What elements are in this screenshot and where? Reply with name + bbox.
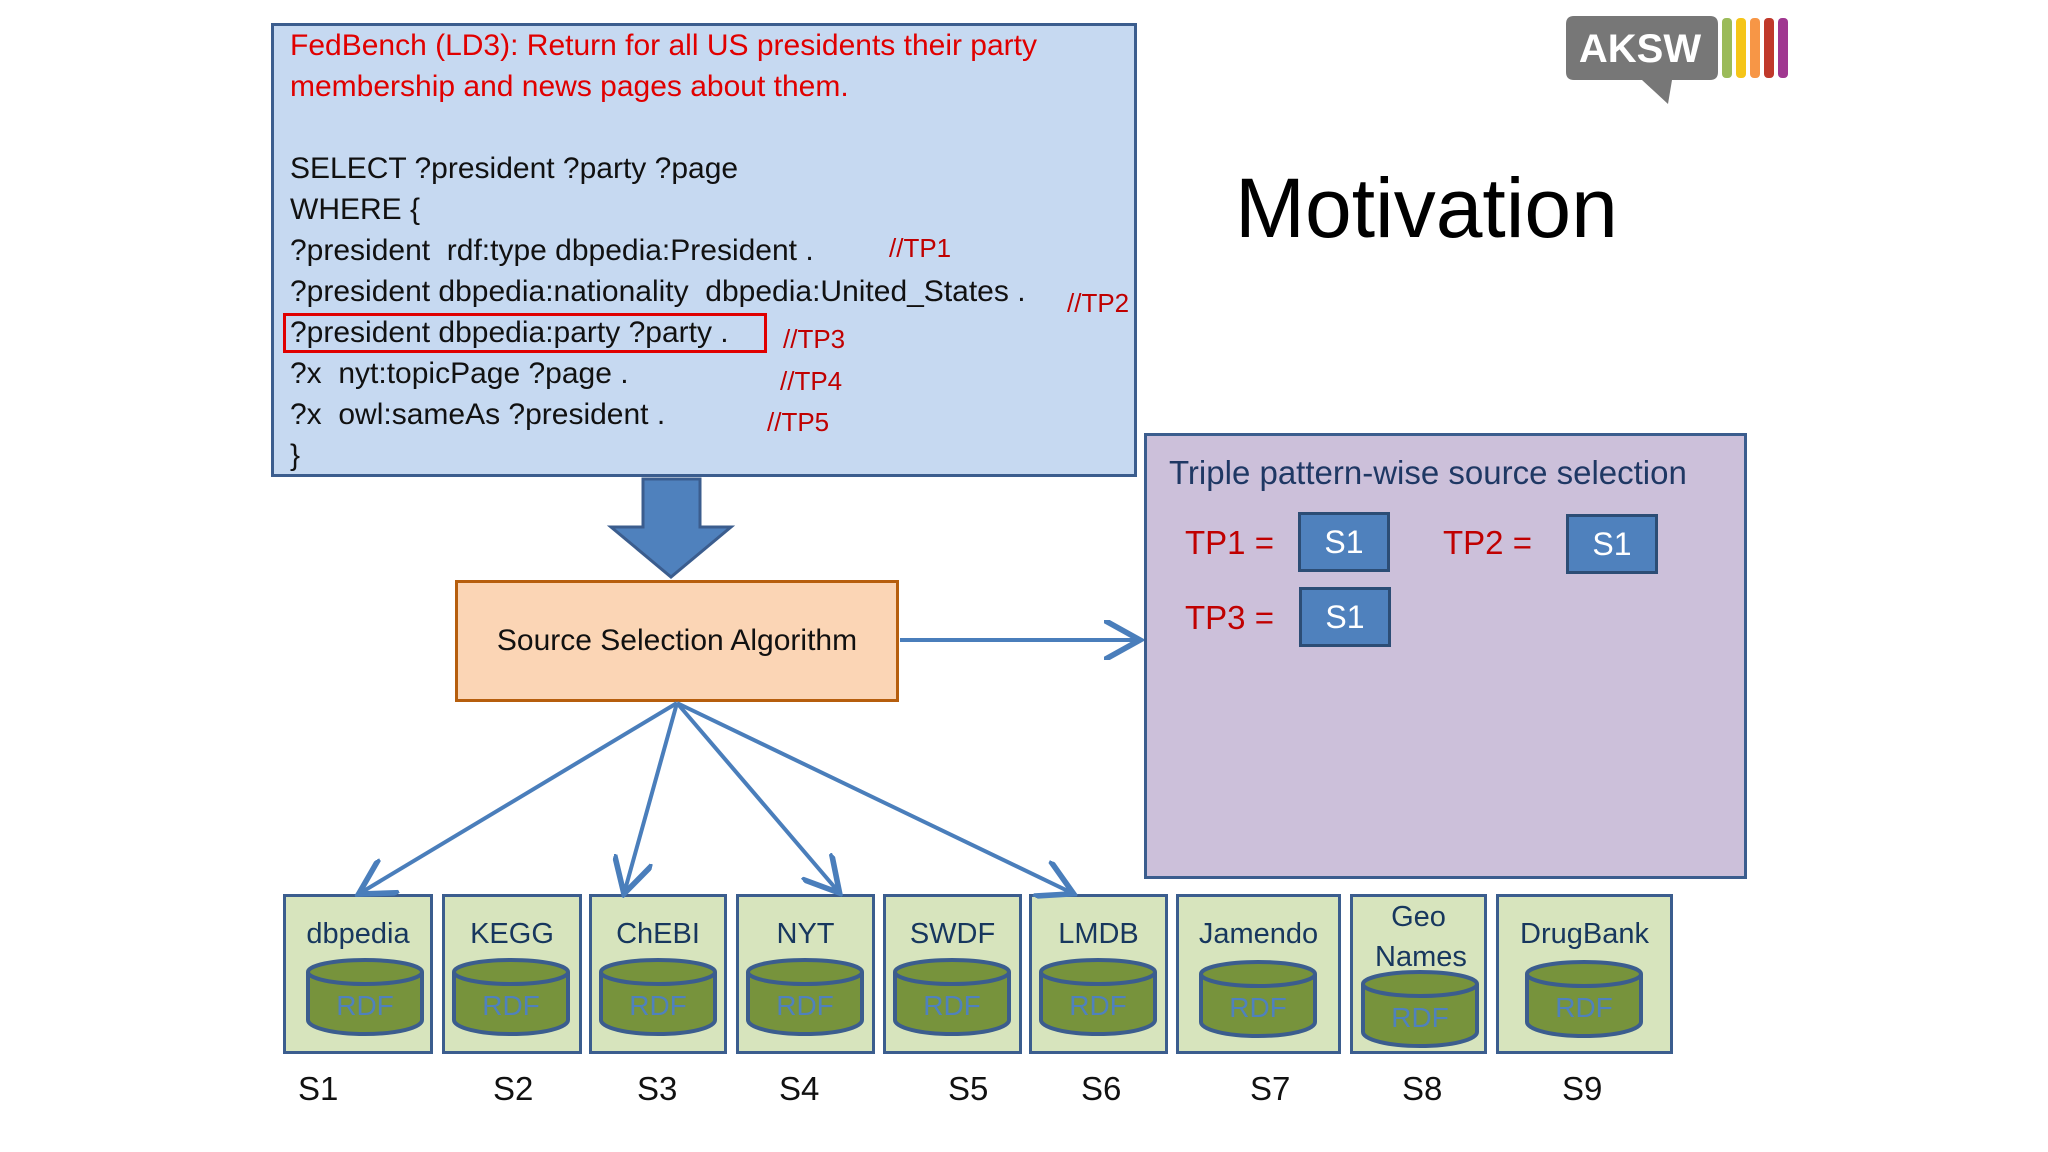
rdf-database-icon: RDF bbox=[1525, 960, 1643, 1038]
arrow-to-s4 bbox=[675, 701, 837, 890]
query-to-algorithm-arrow bbox=[606, 477, 736, 579]
source-selection-algorithm-box: Source Selection Algorithm bbox=[455, 580, 899, 702]
source-id-s3: S3 bbox=[637, 1070, 678, 1107]
query-line-tp1: ?president rdf:type dbpedia:President . bbox=[290, 234, 814, 267]
query-title-line-1: FedBench (LD3): Return for all US presid… bbox=[290, 29, 1037, 62]
aksw-logo-text: AKSW bbox=[1579, 27, 1701, 71]
source-name: KEGG bbox=[470, 918, 554, 950]
rdf-label: RDF bbox=[482, 990, 540, 1021]
tp3-source-box: S1 bbox=[1299, 587, 1391, 647]
source-id-s7: S7 bbox=[1250, 1070, 1291, 1107]
source-name: dbpedia bbox=[306, 918, 410, 950]
rdf-database-icon: RDF bbox=[1361, 970, 1479, 1048]
rdf-database-icon: RDF bbox=[306, 958, 424, 1036]
tp4-comment: //TP4 bbox=[780, 366, 843, 396]
query-line-where: WHERE { bbox=[290, 193, 421, 226]
rdf-label: RDF bbox=[1069, 990, 1127, 1021]
source-id-s6: S6 bbox=[1081, 1070, 1122, 1107]
source-selection-result-panel: Triple pattern-wise source selection TP1… bbox=[1144, 433, 1747, 879]
result-panel-title: Triple pattern-wise source selection bbox=[1169, 454, 1687, 491]
tp3-highlight-box bbox=[283, 313, 767, 353]
rdf-label: RDF bbox=[923, 990, 981, 1021]
tp1-comment: //TP1 bbox=[889, 233, 952, 263]
tp2-source-box: S1 bbox=[1566, 514, 1658, 574]
rdf-database-icon: RDF bbox=[452, 958, 570, 1036]
rdf-database-icon: RDF bbox=[1199, 960, 1317, 1038]
source-name: SWDF bbox=[909, 918, 996, 950]
tp2-comment: //TP2 bbox=[1067, 288, 1130, 318]
tp3-assignment-label: TP3 = bbox=[1185, 599, 1274, 636]
slide-title: Motivation bbox=[1235, 161, 1618, 255]
tp1-source-box: S1 bbox=[1298, 512, 1390, 572]
rdf-label: RDF bbox=[1555, 992, 1613, 1023]
rdf-label: RDF bbox=[776, 990, 834, 1021]
query-line-close: } bbox=[290, 439, 301, 472]
arrow-to-s6 bbox=[676, 701, 1070, 892]
query-line-tp2: ?president dbpedia:nationality dbpedia:U… bbox=[290, 275, 1026, 308]
tp2-assignment-label: TP2 = bbox=[1443, 524, 1532, 561]
rdf-database-icon: RDF bbox=[1039, 958, 1157, 1036]
rdf-database-icon: RDF bbox=[599, 958, 717, 1036]
rdf-database-icon: RDF bbox=[893, 958, 1011, 1036]
query-line-tp3: ?president dbpedia:party ?party . bbox=[290, 316, 729, 349]
source-name: LMDB bbox=[1058, 918, 1139, 950]
source-id-s1: S1 bbox=[298, 1070, 339, 1107]
rdf-label: RDF bbox=[629, 990, 687, 1021]
aksw-logo: AKSW bbox=[1566, 16, 1788, 104]
source-id-s8: S8 bbox=[1402, 1070, 1443, 1107]
query-title-line-2: membership and news pages about them. bbox=[290, 70, 849, 103]
source-name: ChEBI bbox=[616, 918, 700, 950]
query-line-select: SELECT ?president ?party ?page bbox=[290, 152, 739, 185]
source-name: Geo Names bbox=[1375, 901, 1467, 973]
tp5-comment: //TP5 bbox=[767, 407, 830, 437]
sparql-query-box: FedBench (LD3): Return for all US presid… bbox=[271, 23, 1137, 477]
source-id-s4: S4 bbox=[779, 1070, 820, 1107]
tp3-comment: //TP3 bbox=[783, 324, 846, 354]
source-name: NYT bbox=[776, 918, 835, 950]
rdf-database-icon: RDF bbox=[746, 958, 864, 1036]
arrow-to-s1 bbox=[362, 701, 679, 892]
source-id-s9: S9 bbox=[1562, 1070, 1603, 1107]
query-line-tp4: ?x nyt:topicPage ?page . bbox=[290, 357, 629, 390]
source-name: Jamendo bbox=[1198, 918, 1319, 950]
query-line-tp5: ?x owl:sameAs ?president . bbox=[290, 398, 666, 431]
rdf-label: RDF bbox=[1391, 1002, 1449, 1033]
rdf-label: RDF bbox=[1229, 992, 1287, 1023]
rdf-label: RDF bbox=[336, 990, 394, 1021]
source-name: DrugBank bbox=[1520, 918, 1649, 950]
arrow-to-s3 bbox=[625, 702, 679, 890]
tp1-assignment-label: TP1 = bbox=[1185, 524, 1274, 561]
source-id-s2: S2 bbox=[493, 1070, 534, 1107]
source-id-s5: S5 bbox=[948, 1070, 989, 1107]
